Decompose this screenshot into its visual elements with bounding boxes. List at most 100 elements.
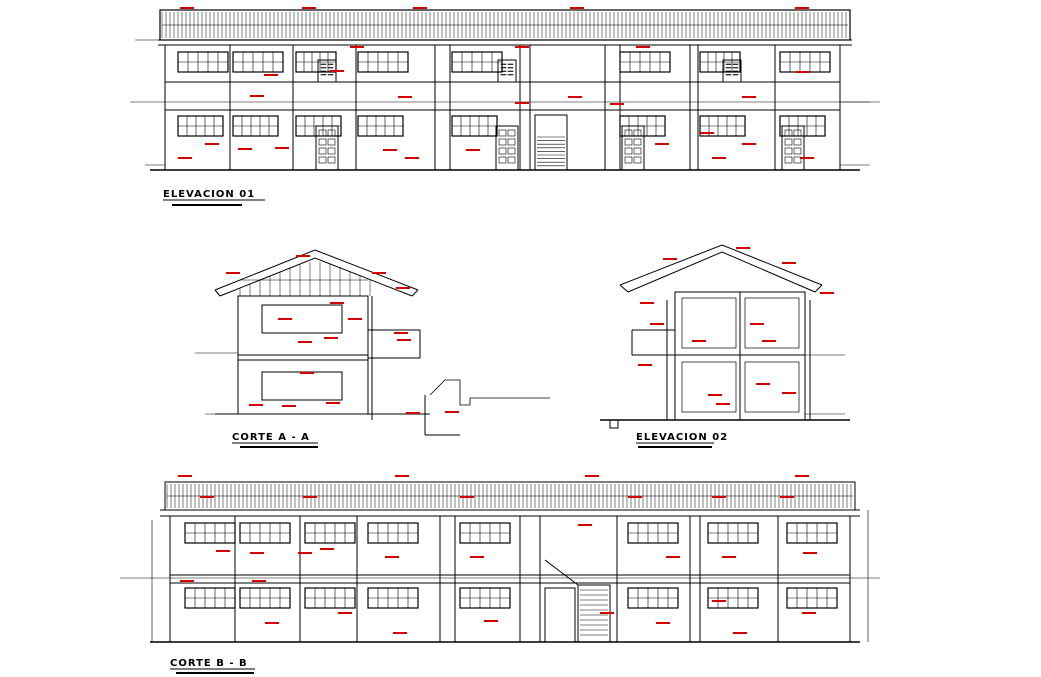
annotation-mark [750, 323, 764, 325]
annotation-mark [180, 7, 194, 9]
annotation-mark [216, 550, 230, 552]
annotation-mark [782, 262, 796, 264]
view-title-corte-b-b: CORTE B - B [170, 658, 248, 669]
stair-steps [537, 136, 565, 167]
annotation-mark [396, 287, 410, 289]
door [781, 125, 805, 171]
door [495, 125, 519, 171]
wall-panel [681, 361, 737, 413]
annotation-mark [600, 612, 614, 614]
annotation-mark [394, 332, 408, 334]
red-annotations [638, 247, 834, 405]
annotation-mark [265, 622, 279, 624]
annotation-mark [348, 318, 362, 320]
annotation-mark [275, 147, 289, 149]
door [621, 125, 645, 171]
annotation-mark [663, 258, 677, 260]
annotation-mark [300, 372, 314, 374]
annotation-mark [393, 632, 407, 634]
section-a-a-view [195, 249, 550, 436]
annotation-mark [372, 272, 386, 274]
annotation-mark [655, 143, 669, 145]
scale-label [638, 446, 712, 448]
annotation-mark [264, 74, 278, 76]
roof-truss [239, 262, 371, 296]
annotation-mark [742, 96, 756, 98]
annotation-mark [178, 157, 192, 159]
annotation-mark [296, 255, 310, 257]
windows [184, 522, 838, 609]
annotation-mark [330, 302, 344, 304]
view-title-elevacion-01: ELEVACION 01 [163, 189, 255, 200]
annotation-mark [782, 392, 796, 394]
annotation-mark [303, 496, 317, 498]
view-title-elevacion-02: ELEVACION 02 [636, 432, 728, 443]
annotation-mark [638, 364, 652, 366]
roof-tile-hatch [166, 484, 853, 508]
wall-panel [681, 297, 737, 349]
annotation-mark [780, 496, 794, 498]
windows [177, 51, 831, 137]
annotation-mark [736, 247, 750, 249]
annotation-mark [466, 149, 480, 151]
stair-steps [580, 589, 608, 636]
door [315, 125, 339, 171]
red-annotations [226, 255, 459, 414]
annotation-mark [178, 475, 192, 477]
annotation-mark [278, 318, 292, 320]
upper-window [261, 304, 343, 334]
annotation-mark [338, 612, 352, 614]
annotation-mark [460, 496, 474, 498]
annotation-mark [800, 157, 814, 159]
door [497, 59, 517, 83]
annotation-mark [515, 102, 529, 104]
annotation-mark [298, 341, 312, 343]
slab-band [164, 81, 841, 111]
annotation-mark [650, 323, 664, 325]
annotation-mark [628, 496, 642, 498]
annotation-mark [802, 612, 816, 614]
annotation-mark [413, 7, 427, 9]
annotation-mark [692, 340, 706, 342]
annotation-mark [324, 337, 338, 339]
level-marker [609, 419, 619, 429]
annotation-mark [395, 475, 409, 477]
annotation-mark [795, 7, 809, 9]
elevation-01-view [130, 9, 880, 171]
annotation-mark [282, 405, 296, 407]
scale-label [240, 446, 318, 448]
door [722, 59, 742, 83]
annotation-mark [238, 148, 252, 150]
view-title-corte-a-a: CORTE A - A [232, 432, 310, 443]
annotation-mark [180, 580, 194, 582]
annotation-mark [398, 96, 412, 98]
roof-outline [214, 249, 419, 291]
section-b-b-view [120, 481, 880, 643]
annotation-mark [226, 272, 240, 274]
lower-window [261, 371, 343, 401]
annotation-mark [708, 394, 722, 396]
annotation-mark [383, 149, 397, 151]
annotation-mark [640, 302, 654, 304]
red-annotations [178, 475, 817, 634]
annotation-mark [397, 339, 411, 341]
annotation-mark [470, 556, 484, 558]
annotation-mark [330, 70, 344, 72]
annotation-mark [350, 46, 364, 48]
annotation-mark [249, 404, 263, 406]
annotation-mark [656, 622, 670, 624]
scale-label [172, 204, 242, 206]
annotation-mark [298, 552, 312, 554]
annotation-mark [636, 46, 650, 48]
columns [164, 45, 841, 170]
annotation-mark [326, 402, 340, 404]
annotation-mark [585, 475, 599, 477]
annotation-mark [716, 403, 730, 405]
slab [169, 574, 851, 584]
annotation-mark [484, 620, 498, 622]
roof-tile-hatch [161, 12, 848, 38]
annotation-mark [405, 157, 419, 159]
annotation-mark [762, 340, 776, 342]
wall-panel [744, 361, 800, 413]
